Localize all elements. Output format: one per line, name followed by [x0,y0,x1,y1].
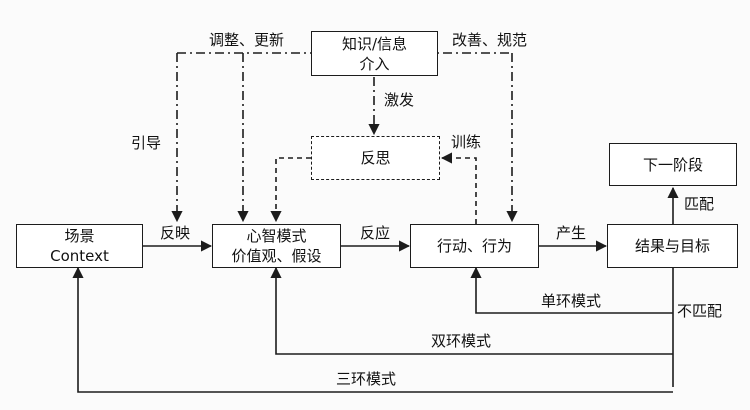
stimulate-label: 激发 [384,91,415,109]
mental-model-label: 心智模式 [246,227,307,245]
double-loop-arrow [270,266,673,355]
mental-model-box: 心智模式 价值观、假设 [212,224,341,268]
improve-standardize-label: 改善、规范 [452,31,528,49]
knowledge-sublabel: 介入 [359,54,390,73]
single-loop-label: 单环模式 [541,292,602,310]
guide-label: 引导 [131,134,162,152]
knowledge-label: 知识/信息 [341,34,408,53]
mental-model-sublabel: 价值观、假设 [231,247,322,265]
respond-label: 反应 [360,224,391,242]
result-label: 结果与目标 [634,237,710,255]
produce-label: 产生 [556,224,587,242]
reflection-box: 反思 [311,136,440,180]
context-sublabel: Context [50,247,109,265]
knowledge-box: 知识/信息 介入 [311,31,438,76]
action-box: 行动、行为 [410,224,539,268]
single-loop-arrow [470,266,673,314]
triple-loop-label: 三环模式 [336,370,397,388]
triple-loop-arrow [72,266,673,393]
context-label: 场景 [64,227,95,245]
adjust-update-label: 调整、更新 [209,31,285,49]
match-label: 匹配 [684,195,715,213]
next-stage-label: 下一阶段 [642,155,703,174]
reflection-label: 反思 [360,149,391,167]
next-stage-box: 下一阶段 [609,143,737,186]
train-arrow [440,152,477,224]
reflect-label: 反映 [160,224,191,242]
result-box: 结果与目标 [607,224,738,268]
action-label: 行动、行为 [436,237,512,255]
double-loop-label: 双环模式 [431,332,492,350]
context-box: 场景 Context [16,224,143,268]
train-label: 训练 [451,133,482,151]
mismatch-label: 不匹配 [677,302,723,320]
reflection-to-mental-model-arrow [270,157,311,223]
